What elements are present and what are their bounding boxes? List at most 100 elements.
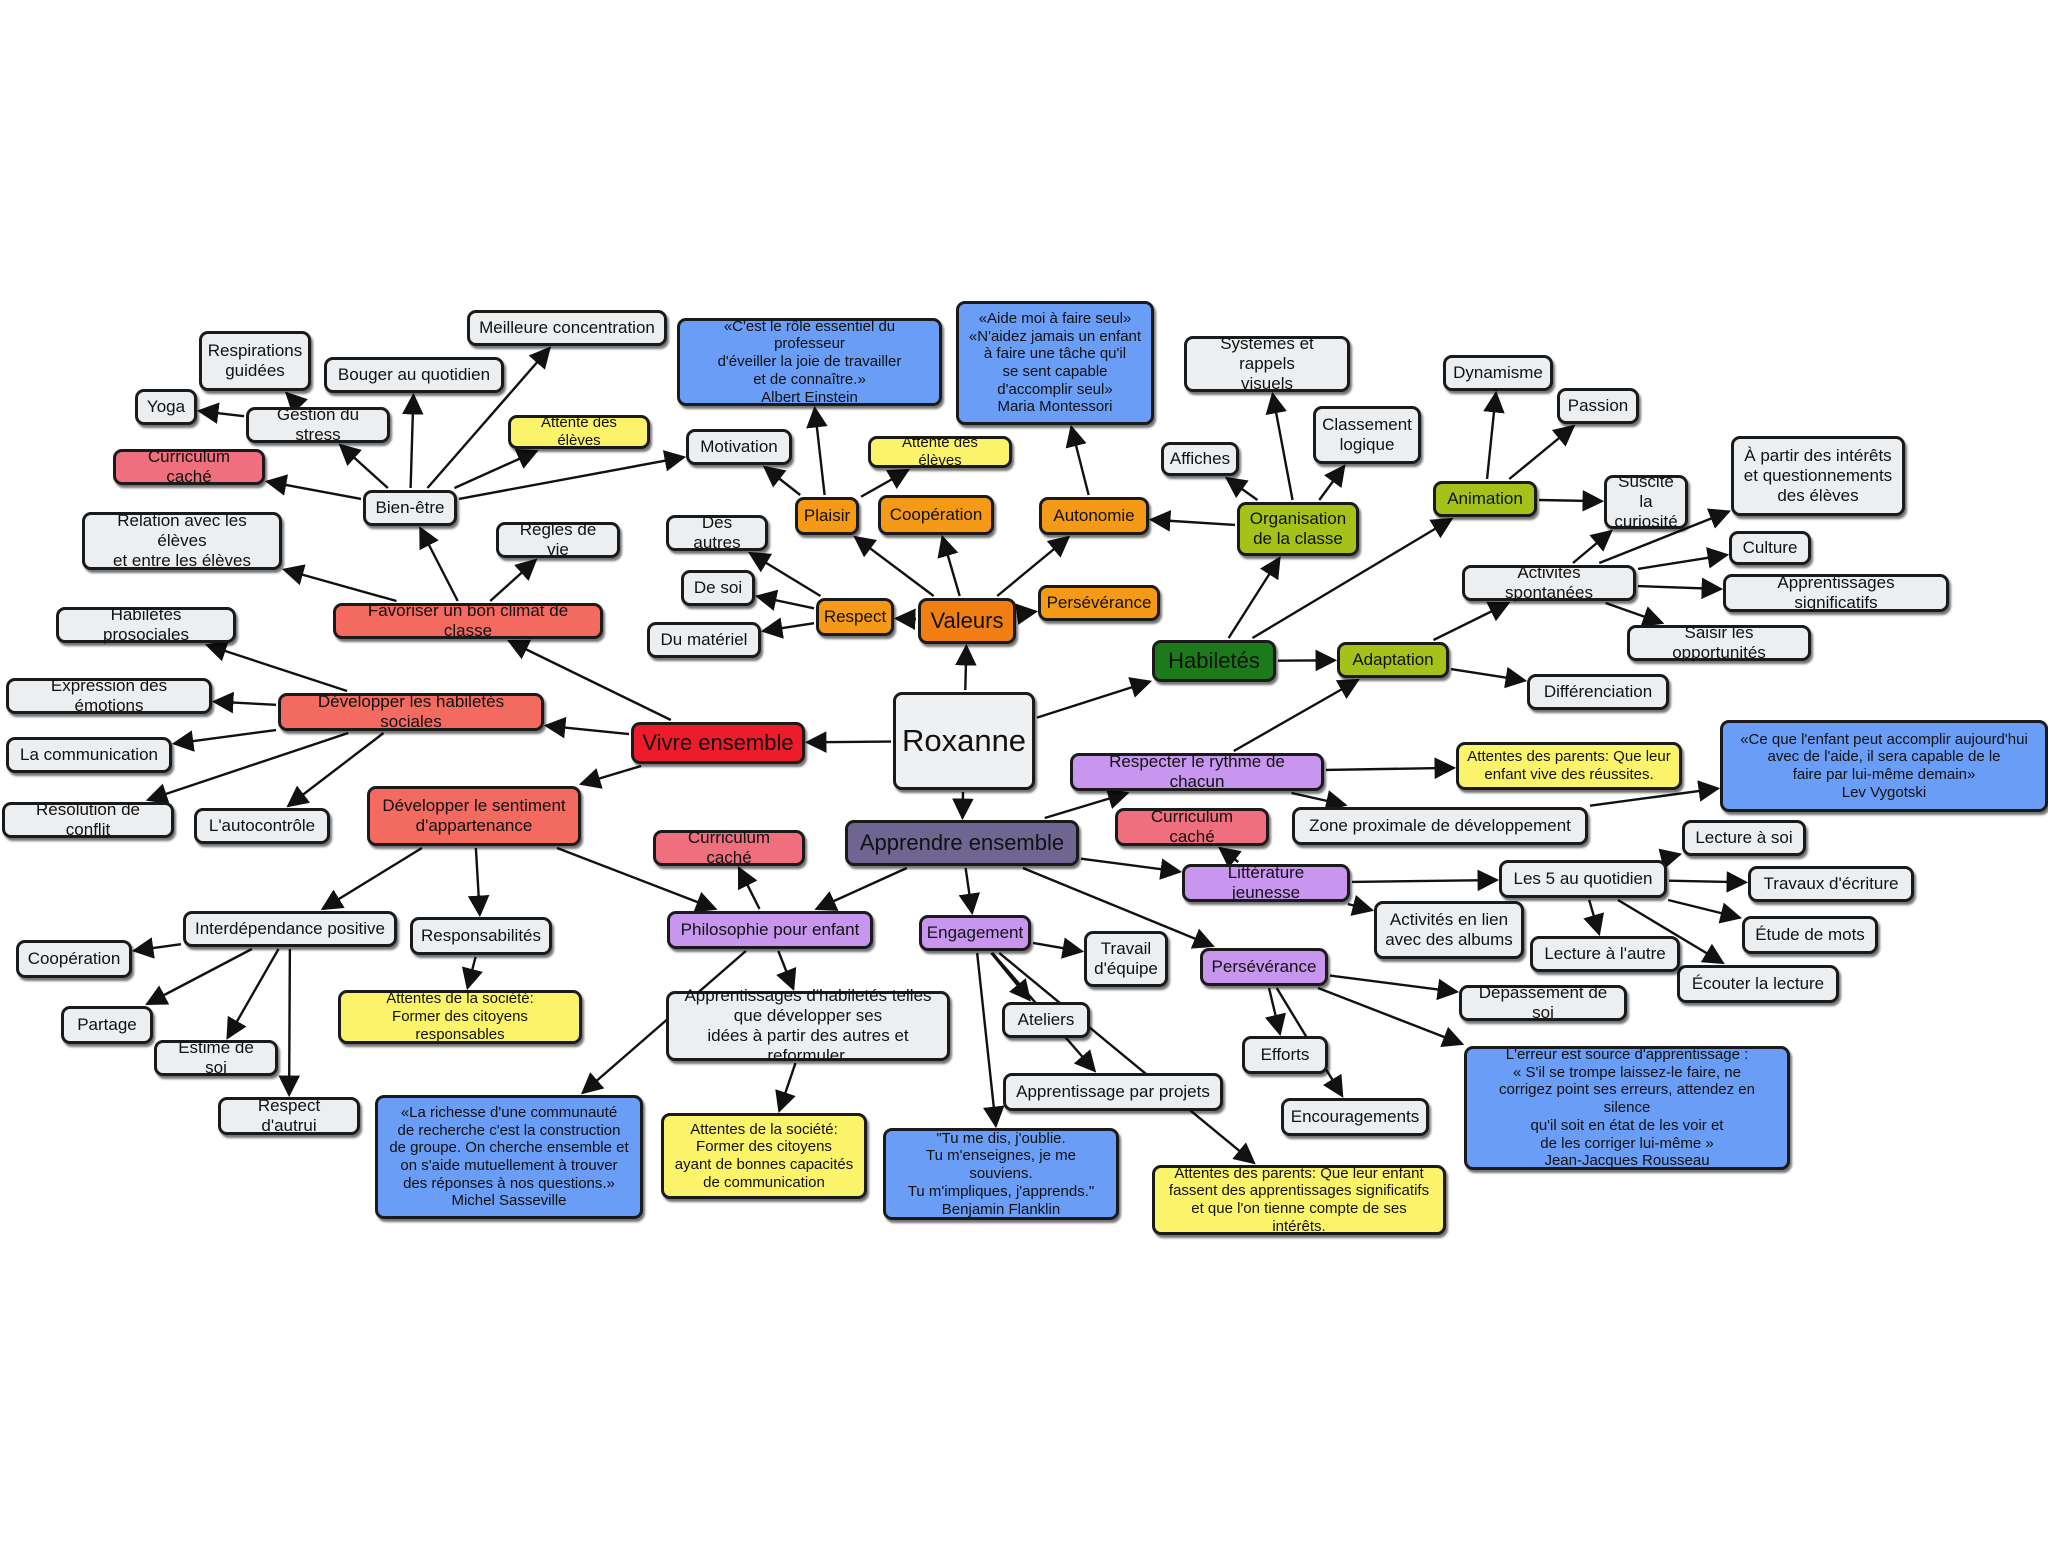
node-apprentissages-hab: Apprentissages d'habiletés telles que dé… — [666, 986, 950, 1065]
node-quote-montessori: «Aide moi à faire seul» «N'aidez jamais … — [956, 301, 1154, 425]
node-quote-sasseville: «La richesse d'une communauté de recherc… — [375, 1095, 643, 1219]
node-cooperation-v: Coopération — [878, 495, 994, 535]
connector-perseverance_a-to-quote_rousseau — [1317, 986, 1465, 1048]
node-travaux-ecriture: Travaux d'écriture — [1748, 866, 1914, 902]
node-desoi: De soi — [681, 570, 755, 606]
node-quote-vygotski: «Ce que l'enfant peut accomplir aujourd'… — [1720, 720, 2048, 812]
node-autonomie: Autonomie — [1039, 497, 1149, 535]
node-saisir: Saisir les opportunités — [1627, 623, 1811, 662]
node-litterature: Littérature jeunesse — [1182, 863, 1350, 902]
node-dev-hab-soc: Développer les habiletés sociales — [278, 692, 544, 731]
connector-climat-to-bienetre — [419, 526, 459, 602]
connector-animation-to-dynamisme — [1483, 390, 1505, 480]
connector-litterature-to-curriculum3 — [1218, 846, 1242, 869]
node-motivation: Motivation — [686, 429, 792, 465]
node-culture: Culture — [1729, 531, 1811, 565]
connector-apprendre-to-philo — [814, 866, 908, 911]
connector-organisation-to-systemes — [1265, 391, 1294, 501]
connector-respect-to-dumateriel — [760, 617, 815, 639]
connector-philo-to-apprentissages_hab — [776, 950, 797, 992]
node-apprentissages-sig: Apprentissages significatifs — [1723, 573, 1949, 612]
connector-activites_spont-to-partir_interets — [1598, 508, 1732, 565]
connector-perseverance_a-to-efforts — [1264, 987, 1286, 1037]
connector-les5-to-travaux_ecriture — [1668, 871, 1749, 893]
connector-organisation-to-affiches — [1224, 476, 1259, 501]
node-meilleure: Meilleure concentration — [467, 310, 667, 346]
connector-valeurs-to-cooperation_v — [937, 534, 961, 597]
connector-apprendre-to-litterature — [1080, 857, 1183, 880]
connector-bienetre-to-meilleure — [426, 346, 551, 489]
node-etude-mots: Étude de mots — [1742, 916, 1878, 954]
node-quote-rousseau: L'erreur est source d'apprentissage : « … — [1464, 1046, 1790, 1170]
connector-dev_sentiment-to-interdependance — [320, 846, 423, 911]
connector-respect-to-desautres — [748, 551, 822, 598]
node-lecture-autre: Lecture à l'autre — [1530, 936, 1680, 972]
node-affiches: Affiches — [1161, 442, 1239, 476]
node-climat: Favoriser un bon climat de classe — [333, 601, 603, 640]
connector-valeurs-to-respect — [893, 608, 917, 630]
node-encouragements: Encouragements — [1281, 1098, 1429, 1136]
node-attentes-soc2: Attentes de la société: Former des citoy… — [661, 1113, 867, 1199]
connector-dev_hab_soc-to-autocontrole — [286, 732, 385, 808]
connector-organisation-to-classement — [1318, 464, 1346, 501]
connector-philo-to-curriculum2 — [737, 866, 761, 910]
node-adaptation: Adaptation — [1337, 642, 1449, 678]
node-desautres: Des autres — [666, 513, 768, 552]
connector-dev_hab_soc-to-expression — [211, 691, 277, 714]
connector-animation-to-passion — [1508, 424, 1576, 480]
connector-animation-to-suscite — [1538, 490, 1605, 512]
node-ecouter: Écouter la lecture — [1677, 965, 1839, 1003]
connector-dev_sentiment-to-responsabilites — [467, 847, 490, 918]
node-travail-equipe: Travail d'équipe — [1084, 931, 1168, 987]
node-respect-autrui: Respect d'autrui — [218, 1096, 360, 1135]
node-yoga: Yoga — [135, 389, 197, 425]
connector-climat-to-regles — [489, 558, 538, 602]
node-relation: Relation avec les élèves et entre les él… — [82, 511, 282, 570]
connector-responsabilites-to-attentes_soc1 — [461, 956, 483, 991]
connector-respect-to-desoi — [754, 589, 815, 611]
connector-adaptation-to-differenciation — [1450, 666, 1528, 689]
node-activites-spont: Activités spontanées — [1462, 563, 1636, 602]
connector-les5-to-lecture_soi — [1658, 848, 1683, 870]
node-attente-eleves-val: Attente des élèves — [868, 434, 1012, 469]
connector-activites_spont-to-saisir — [1605, 601, 1665, 627]
node-systemes: Systèmes et rappels visuels — [1184, 334, 1350, 393]
connector-dev_hab_soc-to-hab_prosoc — [204, 640, 348, 693]
node-attentes-soc1: Attentes de la société: Former des citoy… — [338, 990, 582, 1044]
node-engagement: Engagement — [919, 915, 1031, 951]
node-ateliers: Ateliers — [1002, 1002, 1090, 1038]
connector-habiletes-to-organisation — [1227, 556, 1281, 639]
connector-autonomie-to-quote_montessori — [1065, 424, 1090, 496]
node-partage: Partage — [61, 1006, 153, 1044]
node-attentes-parents2: Attentes des parents: Que leur enfant fa… — [1152, 1165, 1446, 1235]
connector-apprendre-to-rythme — [1044, 788, 1130, 820]
connector-bienetre-to-motivation — [458, 450, 687, 501]
node-regles: Règles de vie — [496, 520, 620, 559]
node-cooperation-s: Coopération — [16, 940, 132, 978]
connector-litterature-to-activites_albums — [1347, 894, 1375, 916]
node-dynamisme: Dynamisme — [1443, 355, 1553, 391]
node-gestion-stress: Gestion du stress — [246, 405, 390, 444]
connector-activites_spont-to-suscite — [1572, 529, 1613, 564]
node-plaisir: Plaisir — [795, 497, 859, 535]
node-classement: Classement logique — [1313, 406, 1421, 464]
node-partir-interets: À partir des intérêts et questionnements… — [1731, 436, 1905, 516]
connector-plaisir-to-quote_einstein — [806, 405, 828, 496]
node-les5: Les 5 au quotidien — [1499, 860, 1667, 898]
connector-engagement-to-travail_equipe — [1032, 937, 1085, 959]
connector-perseverance_a-to-depassement — [1329, 974, 1460, 1001]
node-dev-sentiment: Développer le sentiment d'appartenance — [367, 786, 581, 846]
connector-litterature-to-les5 — [1351, 869, 1500, 892]
connector-interdependance-to-cooperation_s — [131, 937, 182, 959]
node-suscite: Suscité la curiosité — [1604, 472, 1688, 531]
node-respect: Respect — [816, 598, 894, 636]
connector-dev_hab_soc-to-resolution — [145, 731, 349, 805]
node-rythme: Respecter le rythme de chacun — [1070, 752, 1324, 791]
connector-bienetre-to-gestion_stress — [338, 443, 389, 489]
node-root: Roxanne — [893, 692, 1035, 790]
node-vivre: Vivre ensemble — [631, 722, 805, 764]
node-lecture-soi: Lecture à soi — [1682, 820, 1806, 856]
node-hab-prosoc: Habiletés prosociales — [56, 605, 236, 644]
